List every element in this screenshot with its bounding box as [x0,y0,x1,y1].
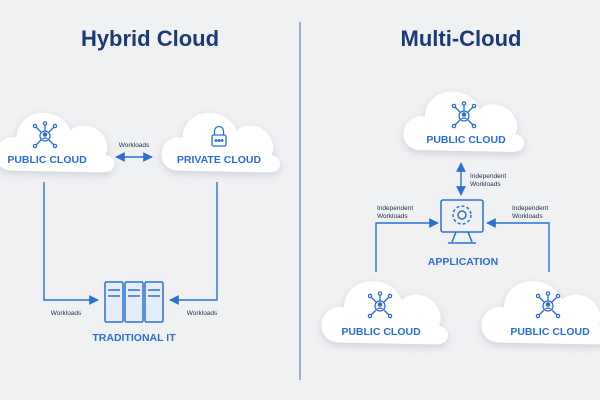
monitor-gear-icon [440,199,484,244]
workloads-label-left: Workloads [51,310,82,317]
network-icon-top [451,101,477,129]
panel-divider [299,22,301,380]
application-label: APPLICATION [428,256,498,268]
workloads-label-right: Workloads [187,310,218,317]
multi-cloud-title: Multi-Cloud [400,26,522,51]
hybrid-cloud-title: Hybrid Cloud [80,26,220,51]
public-cloud-bottom-right-label: PUBLIC CLOUD [510,326,590,338]
lock-icon [211,125,227,147]
independent-label-left-line1: Independent [377,205,413,212]
bottom-right-to-application-connector [486,218,550,272]
independent-label-top-line1: Independent [470,173,506,180]
public-cloud-top-label: PUBLIC CLOUD [426,134,506,146]
public-to-traditional-connector [43,182,99,305]
private-to-traditional-connector [169,182,218,305]
independent-label-right-line2: Workloads [512,213,543,220]
public-cloud-bottom-left-label: PUBLIC CLOUD [341,326,421,338]
independent-label-left-line2: Workloads [377,213,408,220]
bottom-left-to-application-connector [375,218,439,272]
independent-label-top-line2: Workloads [470,181,501,188]
traditional-it-label: TRADITIONAL IT [92,332,176,344]
private-cloud-label: PRIVATE CLOUD [177,154,262,166]
workloads-label-top: Workloads [119,142,150,149]
independent-label-right-line1: Independent [512,205,548,212]
public-cloud-label: PUBLIC CLOUD [7,154,87,166]
network-icon-bottom-right [535,291,561,319]
network-icon [32,121,58,149]
network-icon-bottom-left [367,291,393,319]
server-rack-icon [104,281,164,323]
